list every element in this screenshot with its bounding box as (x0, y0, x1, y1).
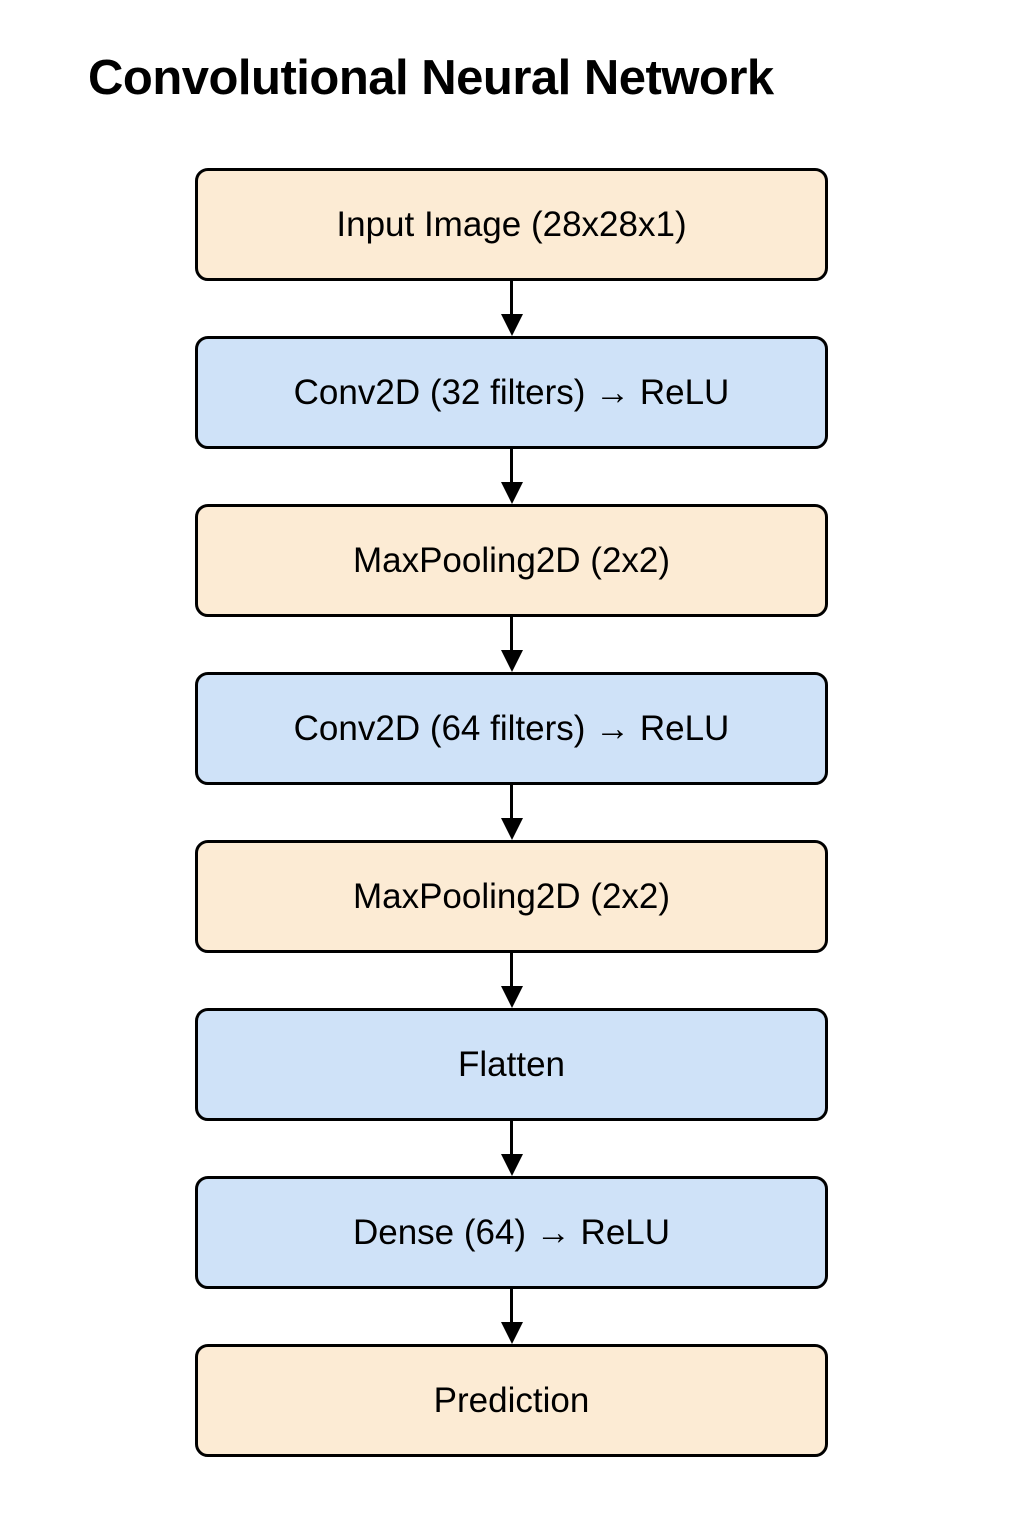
flow-node-label: Flatten (458, 1045, 565, 1084)
flow-node-label: Input Image (28x28x1) (336, 205, 687, 244)
arrow-shaft (510, 1121, 513, 1159)
flow-node-label: MaxPooling2D (2x2) (352, 877, 671, 916)
flow-node-input[interactable]: Input Image (28x28x1) (195, 168, 828, 281)
arrow-head-icon (500, 482, 523, 504)
flow-node-dense[interactable]: Dense (64) → ReLU (195, 1176, 828, 1289)
flow-arrow-input-to-conv1 (195, 281, 828, 336)
arrow-shaft (510, 1289, 513, 1327)
flow-node-label: Conv2D (64 filters) → ReLU (293, 709, 730, 748)
flow-arrow-pool2-to-flatten (195, 953, 828, 1008)
flow-arrow-conv1-to-pool1 (195, 449, 828, 504)
flow-arrow-flatten-to-dense (195, 1121, 828, 1176)
arrow-shaft (510, 953, 513, 991)
arrow-head-icon (500, 314, 523, 336)
arrow-head-icon (500, 818, 523, 840)
flow-arrow-conv2-to-pool2 (195, 785, 828, 840)
flow-node-flatten[interactable]: Flatten (195, 1008, 828, 1121)
flow-node-label: MaxPooling2D (2x2) (352, 541, 671, 580)
flow-node-pool2[interactable]: MaxPooling2D (2x2) (195, 840, 828, 953)
flow-node-pool1[interactable]: MaxPooling2D (2x2) (195, 504, 828, 617)
flow-node-conv1[interactable]: Conv2D (32 filters) → ReLU (195, 336, 828, 449)
arrow-head-icon (500, 1154, 523, 1176)
flow-arrow-dense-to-output (195, 1289, 828, 1344)
arrow-head-icon (500, 1322, 523, 1344)
flow-node-label: Prediction (433, 1381, 590, 1420)
flow-node-label: Dense (64) → ReLU (352, 1213, 671, 1252)
arrow-shaft (510, 785, 513, 823)
flow-node-output[interactable]: Prediction (195, 1344, 828, 1457)
arrow-shaft (510, 617, 513, 655)
arrow-shaft (510, 449, 513, 487)
arrow-head-icon (500, 650, 523, 672)
arrow-head-icon (500, 986, 523, 1008)
flowchart: Input Image (28x28x1) Conv2D (32 filters)… (195, 168, 828, 1457)
flow-arrow-pool1-to-conv2 (195, 617, 828, 672)
flow-node-conv2[interactable]: Conv2D (64 filters) → ReLU (195, 672, 828, 785)
arrow-shaft (510, 281, 513, 319)
page-title: Convolutional Neural Network (88, 51, 774, 105)
flow-node-label: Conv2D (32 filters) → ReLU (293, 373, 730, 412)
